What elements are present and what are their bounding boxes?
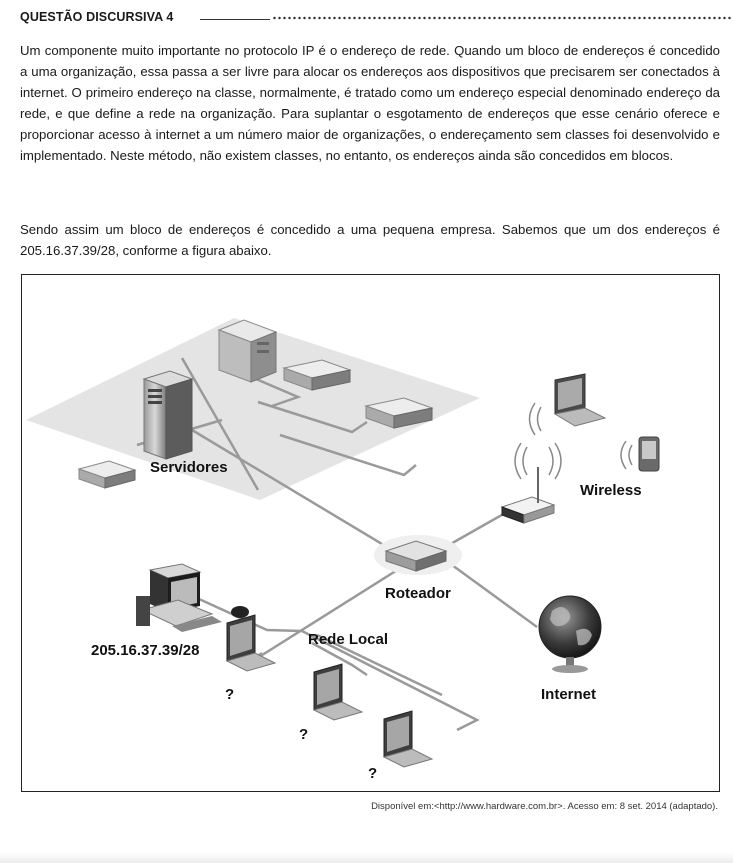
wireless-laptop [553,373,607,427]
question-header: QUESTÃO DISCURSIVA 4 [20,10,733,30]
page-bottom-shade [0,852,733,863]
label-known-address: 205.16.37.39/28 [91,642,200,659]
figure-source-citation: Disponível em:<http://www.hardware.com.b… [371,801,718,812]
laptop-wifi-icon [528,402,542,436]
label-router: Roteador [385,585,451,602]
label-unknown-address-2: ? [299,726,309,743]
lan-laptop-2 [312,663,364,721]
question-paragraph-2: Sendo assim um bloco de endereços é conc… [20,222,720,259]
internet-globe [538,595,602,673]
wifi-signal-icon [514,442,562,480]
switch-box-2 [364,397,434,429]
network-diagram-drawing [26,318,660,768]
switch-box-3 [77,460,137,489]
label-unknown-address-3: ? [368,765,378,782]
network-diagram: Servidores Wireless Roteador Rede Local … [21,274,720,792]
server-tower [142,370,194,460]
label-internet: Internet [541,686,597,703]
desktop-computer [136,563,249,632]
header-rule [200,19,270,20]
pda-wifi-icon [620,440,633,470]
wireless-pda [638,436,660,472]
label-local-network: Rede Local [308,631,389,648]
router-device [374,535,462,575]
question-title: QUESTÃO DISCURSIVA 4 [20,10,174,24]
lan-laptop-3 [382,710,434,768]
lan-laptop-1 [225,614,277,672]
server-area-platform [26,318,480,500]
label-unknown-address-1: ? [225,686,235,703]
server-box-top [217,319,278,383]
question-paragraph-1: Um componente muito importante no protoc… [20,43,720,164]
label-servers: Servidores [150,459,228,476]
header-dotted-line [272,14,733,22]
access-point [500,467,556,524]
label-wireless: Wireless [580,482,642,499]
switch-box-1 [282,359,352,391]
